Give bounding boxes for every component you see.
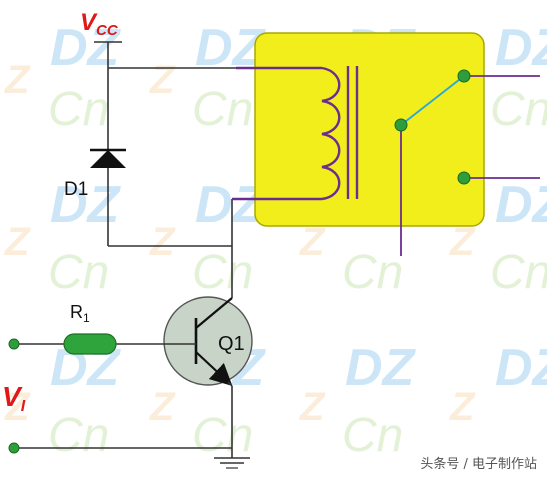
r1-label: R1	[70, 302, 90, 325]
vcc-label: VCC	[80, 9, 119, 39]
source-credit: 头条号 / 电子制作站	[420, 457, 537, 472]
relay-coil	[232, 66, 359, 201]
vi-label: VI	[2, 381, 26, 415]
relay-switch	[394, 69, 540, 256]
d1-label: D1	[64, 179, 88, 200]
transistor-q1	[163, 290, 253, 387]
input-wiring	[8, 338, 232, 454]
ground-symbol	[214, 386, 250, 469]
relay-body	[254, 32, 485, 227]
vcc-rail	[94, 41, 236, 290]
diode-d1	[90, 148, 126, 168]
resistor-r1	[63, 333, 117, 355]
q1-label: Q1	[218, 333, 245, 355]
